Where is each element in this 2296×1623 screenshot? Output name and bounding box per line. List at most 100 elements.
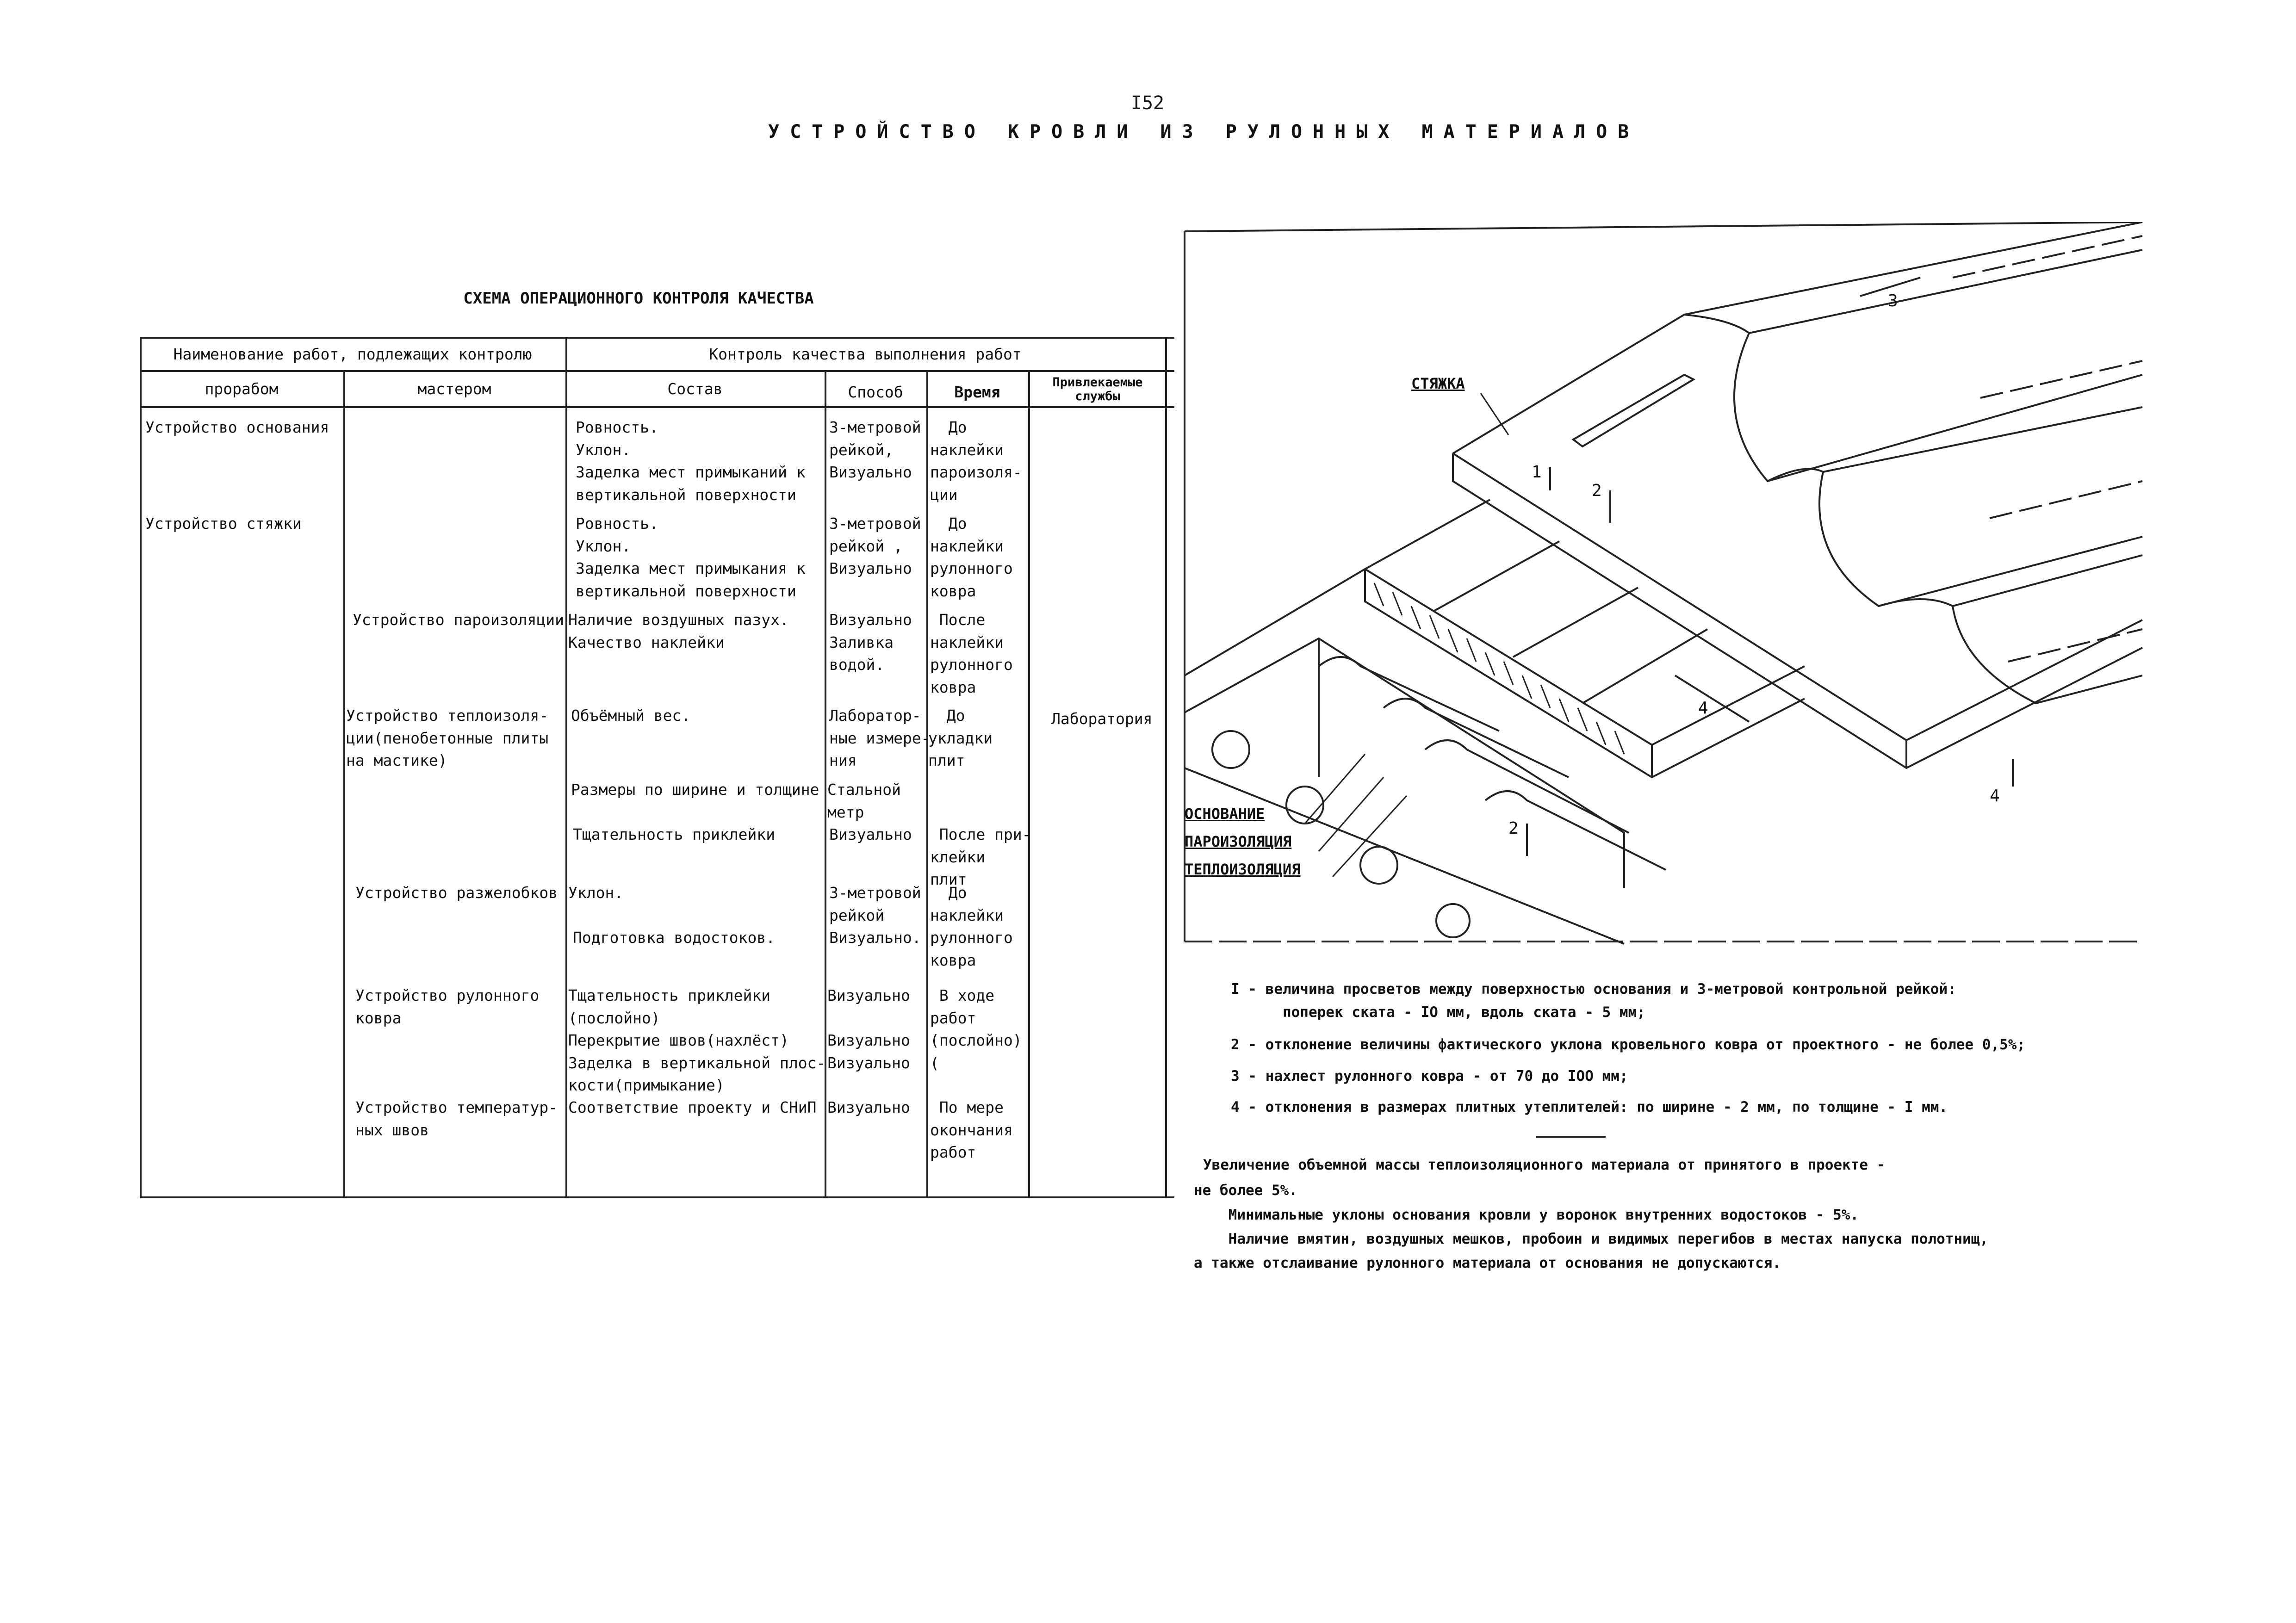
rail	[1571, 373, 1696, 448]
method-item: Визуально	[829, 825, 912, 843]
time-item: По мере окончания работ	[930, 1098, 1013, 1161]
gutter-roll-1	[1318, 656, 1500, 732]
master-item: Устройство рулонного ковра	[355, 986, 540, 1027]
scheme-title: СХЕМА ОПЕРАЦИОННОГО КОНТРОЛЯ КАЧЕСТВА	[463, 289, 814, 308]
roll-strip-5	[1878, 554, 2143, 607]
slope-dash-4	[2008, 628, 2143, 663]
base-hole	[1435, 903, 1471, 938]
composition-item: Объёмный вес.	[571, 706, 691, 725]
insulation-back-edge	[1365, 499, 1490, 570]
header-quality-control: Контроль качества выполнения работ	[709, 345, 1022, 363]
note-line: 4 - отклонения в размерах плитных утепли…	[1231, 1099, 1948, 1115]
base-hole	[1285, 786, 1324, 824]
leader-base	[1304, 754, 1366, 824]
col-divider-4	[926, 370, 928, 1198]
base-slab-bottom	[1184, 767, 1625, 945]
time-item: До наклейки рулонного ковра	[930, 884, 1013, 969]
extra-note-line: не более 5%.	[1194, 1182, 1297, 1199]
note-line: 2 - отклонение величины фактического укл…	[1231, 1036, 2026, 1053]
label-vapor-barrier: ПАРОИЗОЛЯЦИЯ	[1185, 833, 1292, 850]
slope-dash-3	[1989, 480, 2143, 519]
extra-note-line: Увеличение объемной массы теплоизоляцион…	[1203, 1157, 1886, 1173]
header-services: Привлекаемые службы	[1052, 375, 1143, 403]
dim-label: 4	[1990, 787, 2000, 805]
roll-strip-3	[1767, 406, 2143, 482]
page-title: УСТРОЙСТВО КРОВЛИ ИЗ РУЛОННЫХ МАТЕРИАЛОВ	[768, 121, 1640, 142]
plate-joint-3	[1582, 628, 1708, 704]
dim-label: 4	[1698, 699, 1708, 718]
composition-item: Размеры по ширине и толщине	[571, 781, 819, 799]
dim-arrow-3	[1860, 277, 1921, 297]
col-divider-3	[825, 370, 826, 1198]
composition-item: Тщательность приклейки (послойно) Перекр…	[568, 986, 826, 1094]
base-slab-top	[1184, 637, 1625, 888]
label-base: ОСНОВАНИЕ	[1185, 805, 1265, 823]
foreman-item: Устройство основания	[145, 418, 329, 436]
label-screed: СТЯЖКА	[1411, 375, 1465, 392]
method-item: 3-метровой рейкой	[829, 884, 921, 924]
dim-label: 2	[1592, 481, 1602, 500]
gutter-roll-3	[1424, 739, 1629, 834]
table-border-right	[1165, 337, 1167, 1198]
roll-strip-1	[1684, 249, 2143, 335]
base-hole	[1211, 730, 1250, 769]
table-border-left	[140, 337, 142, 1198]
label-thermal-insulation: ТЕПЛОИЗОЛЯЦИЯ	[1185, 861, 1301, 878]
insulation-hatching	[1373, 582, 1625, 755]
dim-label: 1	[1532, 463, 1542, 482]
separator-line	[1536, 1136, 1606, 1138]
plate-joint-2	[1513, 587, 1638, 658]
note-line: 3 - нахлест рулонного ковра - от 70 до I…	[1231, 1068, 1628, 1084]
time-item: После при- клейки плит	[930, 825, 1031, 888]
table-header-bottom	[140, 406, 1174, 408]
leader-thermal	[1332, 795, 1408, 878]
extra-note-line: Минимальные уклоны основания кровли у во…	[1194, 1207, 1859, 1223]
drawing-frame-top	[1184, 221, 2143, 232]
method-item: Визуально Заливка водой.	[829, 611, 912, 674]
slope-dash-2	[1980, 360, 2143, 399]
table-border-top	[140, 337, 1174, 339]
header-time: Время	[954, 383, 1000, 401]
method-item: Стальной метр	[827, 781, 901, 821]
method-item: Визуально.	[829, 929, 921, 947]
insulation-front-edge	[1364, 569, 1805, 779]
header-method: Способ	[848, 383, 903, 401]
gutter-roll-4	[1484, 790, 1666, 871]
time-item: После наклейки рулонного ковра	[930, 611, 1013, 696]
composition-item: Тщательность приклейки	[573, 825, 776, 843]
plate-joint-1	[1434, 540, 1560, 612]
leader-vapor	[1318, 777, 1384, 852]
composition-item: Ровность. Уклон. Заделка мест примыкания…	[576, 514, 806, 600]
roll-strip-2	[1733, 333, 2143, 483]
method-item: 3-метровой рейкой , Визуально	[829, 514, 921, 577]
extra-note-line: а также отслаивание рулонного материала …	[1194, 1255, 1781, 1271]
master-item: Устройство теплоизоля- ции(пенобетонные …	[346, 706, 549, 769]
foreman-item: Устройство стяжки	[145, 514, 302, 533]
composition-item: Уклон.	[568, 884, 624, 902]
services-item: Лаборатория	[1051, 710, 1153, 728]
time-item: До наклейки рулонного ковра	[930, 514, 1013, 600]
header-work-names: Наименование работ, подлежащих контролю	[173, 345, 532, 363]
time-item: До укладки плит	[928, 706, 993, 769]
header-foreman: прорабом	[205, 380, 279, 398]
roof-drawing-svg	[1184, 221, 2143, 945]
screed-surface-edge	[1452, 452, 2143, 742]
time-item: В ходе работ (послойно) (	[930, 986, 1022, 1072]
method-item: Визуально	[827, 1098, 910, 1116]
roll-strip-4	[1818, 471, 2143, 607]
quality-control-table: Наименование работ, подлежащих контролю …	[140, 337, 1174, 1198]
method-item: 3-метровой рейкой, Визуально	[829, 418, 921, 481]
header-master: мастером	[417, 380, 491, 398]
table-border-bottom	[140, 1196, 1174, 1198]
extra-note-line: Наличие вмятин, воздушных мешков, пробои…	[1194, 1231, 1989, 1247]
note-line: I - величина просветов между поверхность…	[1231, 981, 1956, 997]
master-item: Устройство пароизоляции	[353, 611, 564, 629]
screed-top-edge	[1452, 221, 2143, 454]
composition-item: Соответствие проекту и СНиП	[568, 1098, 817, 1116]
composition-item: Ровность. Уклон. Заделка мест примыканий…	[576, 418, 806, 504]
roll-strip-6	[1952, 606, 2143, 705]
col-divider-5	[1028, 370, 1030, 1198]
leader-screed	[1480, 393, 1509, 435]
method-item: Визуально Визуально Визуально	[827, 986, 910, 1072]
composition-item: Подготовка водостоков.	[573, 929, 776, 947]
